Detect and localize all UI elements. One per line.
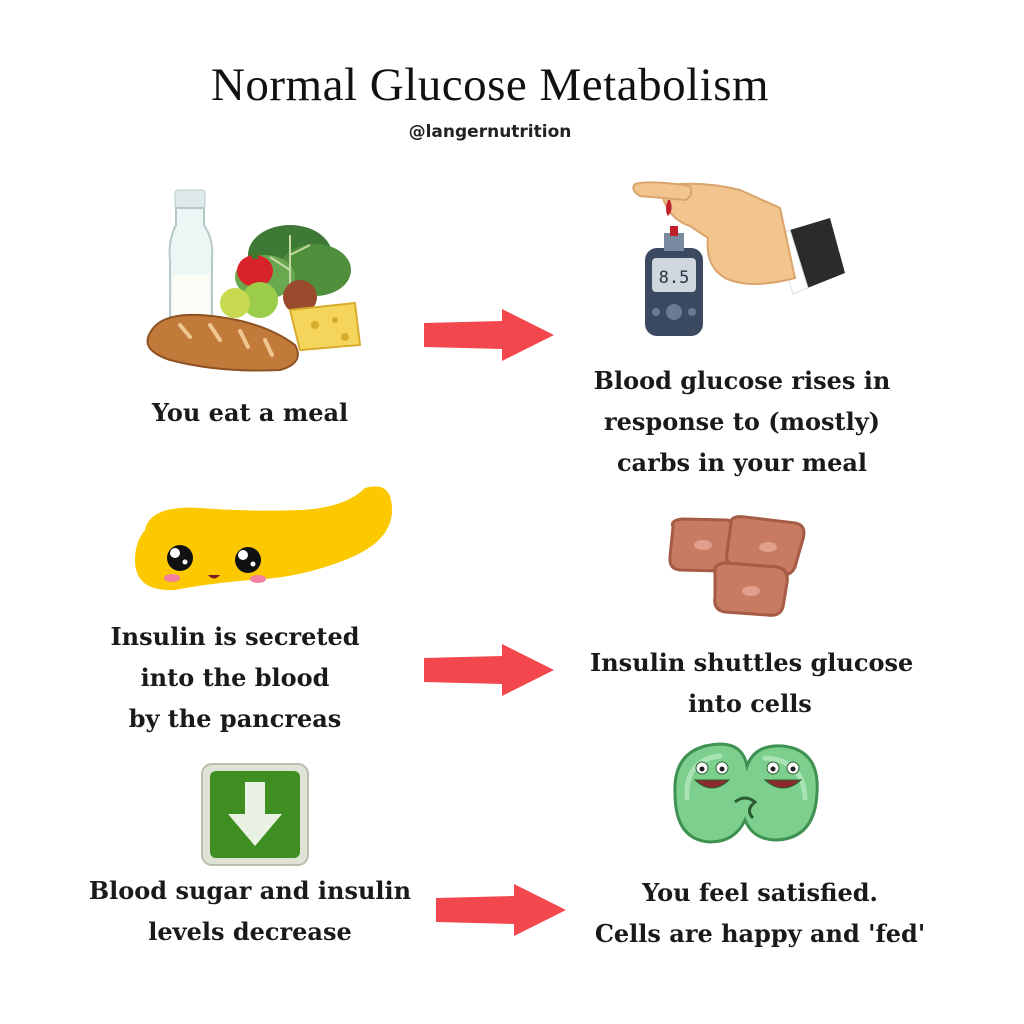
caption-line: You feel satisfied. <box>642 878 878 907</box>
meal-icon <box>146 189 362 372</box>
caption-line: Cells are happy and 'fed' <box>594 919 926 948</box>
caption-line: response to (mostly) <box>603 407 881 436</box>
cells-icon <box>668 515 806 617</box>
caption-line: You eat a meal <box>151 398 349 427</box>
caption-line: Blood sugar and insulin <box>88 876 412 905</box>
caption-line: Insulin shuttles glucose <box>590 648 914 677</box>
step-caption: Blood sugar and insulin levels decrease <box>80 870 420 952</box>
caption-line: Insulin is secreted <box>110 622 360 651</box>
happy-cell-icon <box>673 742 819 844</box>
caption-line: into the blood <box>140 663 330 692</box>
glucometer-icon: 8.5 <box>632 181 845 336</box>
caption-line: carbs in your meal <box>616 448 868 477</box>
caption-line: Blood glucose rises in <box>593 366 891 395</box>
right-arrow-icon <box>436 884 566 936</box>
step-caption: You eat a meal <box>110 392 390 433</box>
step-caption: Insulin shuttles glucose into cells <box>590 642 914 724</box>
caption-line: levels decrease <box>148 917 352 946</box>
right-arrow-icon <box>424 644 554 696</box>
caption-line: into cells <box>688 689 812 718</box>
author-handle: @langernutrition <box>408 122 572 142</box>
caption-line: by the pancreas <box>128 704 342 733</box>
page-title: Normal Glucose Metabolism <box>210 59 770 111</box>
pancreas-icon <box>135 486 392 591</box>
step-caption: You feel satisfied. Cells are happy and … <box>590 872 930 954</box>
step-caption: Blood glucose rises in response to (most… <box>582 360 902 483</box>
step-caption: Insulin is secreted into the blood by th… <box>90 616 380 739</box>
down-arrow-icon <box>201 763 309 866</box>
right-arrow-icon <box>424 309 554 361</box>
meter-reading: 8.5 <box>659 268 690 288</box>
